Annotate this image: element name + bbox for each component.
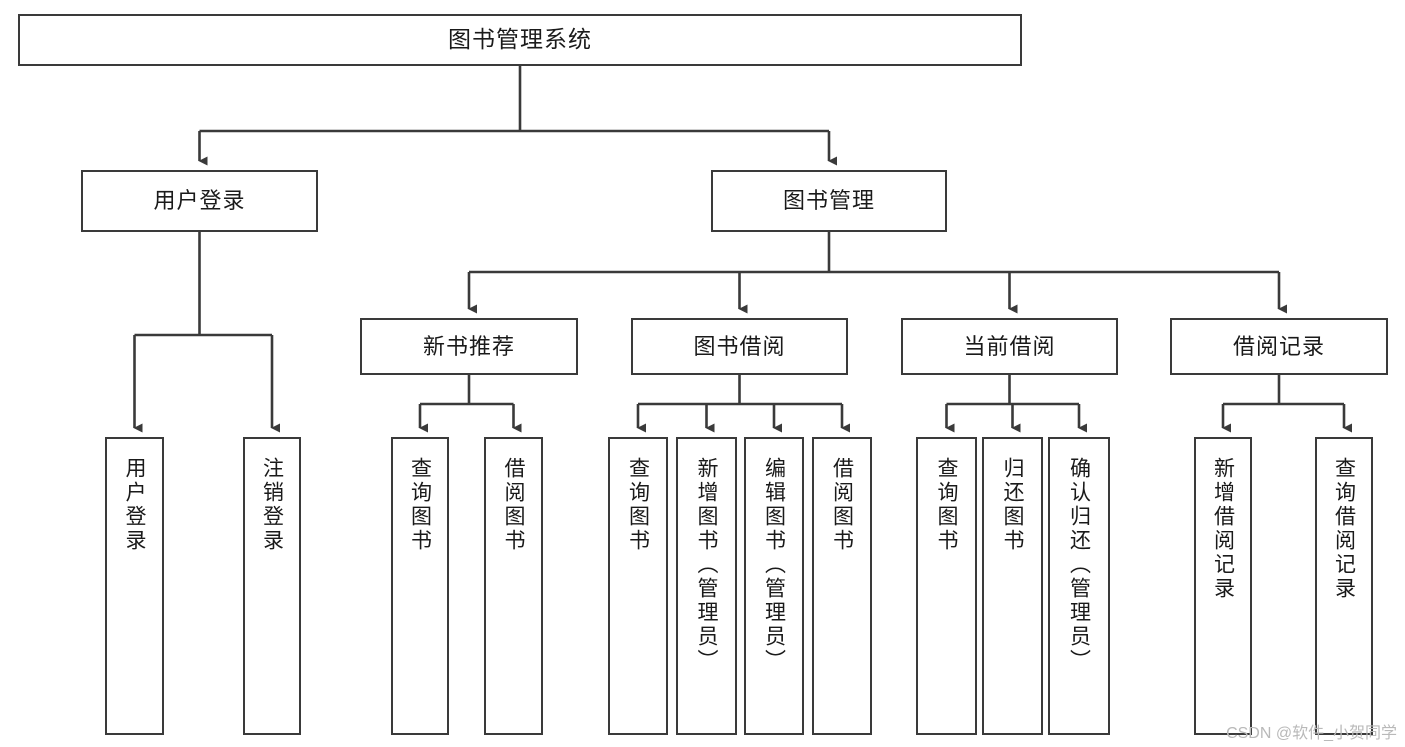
node-label: 当前借阅 xyxy=(963,333,1056,359)
node-leaf-add-book[interactable]: 新增图书（管理员） xyxy=(676,437,737,735)
node-label: 新增借阅记录 xyxy=(1211,457,1235,601)
node-label: 借阅记录 xyxy=(1232,333,1325,359)
node-current-borrow[interactable]: 当前借阅 xyxy=(901,318,1118,375)
node-borrow-record[interactable]: 借阅记录 xyxy=(1170,318,1388,375)
node-leaf-query-book-borrow[interactable]: 查询图书 xyxy=(608,437,668,735)
node-leaf-query-book-recommend[interactable]: 查询图书 xyxy=(391,437,449,735)
node-label: 借阅图书 xyxy=(830,457,854,553)
node-label: 图书管理系统 xyxy=(448,26,592,53)
node-leaf-logout[interactable]: 注销登录 xyxy=(243,437,301,735)
node-label: 确认归还（管理员） xyxy=(1067,457,1091,673)
node-label: 归还图书 xyxy=(1001,457,1024,553)
node-label: 新书推荐 xyxy=(422,333,515,359)
node-book-manage[interactable]: 图书管理 xyxy=(711,170,947,232)
node-leaf-return-book[interactable]: 归还图书 xyxy=(982,437,1043,735)
node-label: 编辑图书（管理员） xyxy=(762,457,786,673)
node-label: 新增图书（管理员） xyxy=(695,457,718,673)
node-label: 图书借阅 xyxy=(693,333,786,359)
node-book-borrow[interactable]: 图书借阅 xyxy=(631,318,848,375)
node-label: 查询图书 xyxy=(408,457,432,553)
node-leaf-query-book-current[interactable]: 查询图书 xyxy=(916,437,977,735)
node-label: 查询图书 xyxy=(626,457,650,553)
node-leaf-borrow-book-recommend[interactable]: 借阅图书 xyxy=(484,437,543,735)
node-leaf-user-login[interactable]: 用户登录 xyxy=(105,437,164,735)
node-user-login[interactable]: 用户登录 xyxy=(81,170,318,232)
node-leaf-add-borrow-record[interactable]: 新增借阅记录 xyxy=(1194,437,1252,735)
node-root-system[interactable]: 图书管理系统 xyxy=(18,14,1022,66)
node-new-book-recommend[interactable]: 新书推荐 xyxy=(360,318,578,375)
node-leaf-borrow-book[interactable]: 借阅图书 xyxy=(812,437,872,735)
node-leaf-edit-book[interactable]: 编辑图书（管理员） xyxy=(744,437,804,735)
node-label: 查询图书 xyxy=(935,457,958,553)
node-leaf-query-borrow-record[interactable]: 查询借阅记录 xyxy=(1315,437,1373,735)
node-label: 用户登录 xyxy=(153,188,246,214)
node-leaf-confirm-return[interactable]: 确认归还（管理员） xyxy=(1048,437,1110,735)
node-label: 查询借阅记录 xyxy=(1332,457,1356,601)
node-label: 图书管理 xyxy=(782,188,875,214)
node-label: 借阅图书 xyxy=(502,457,525,553)
node-label: 用户登录 xyxy=(123,457,146,553)
node-label: 注销登录 xyxy=(260,457,284,553)
